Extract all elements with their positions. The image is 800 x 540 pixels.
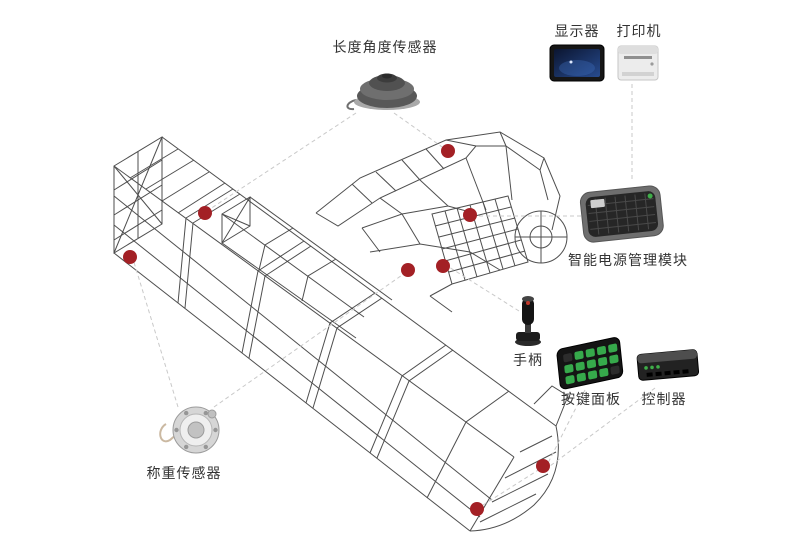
component-thumb-load-cell [158, 402, 222, 465]
component-label-load-cell: 称重传感器 [146, 465, 222, 481]
cable-reel-sensor-icon [346, 73, 420, 111]
marker-dot [470, 502, 484, 516]
component-label-display: 显示器 [554, 23, 600, 39]
component-thumb-length-angle-sensor [340, 56, 430, 119]
component-label-keypad: 按键面板 [561, 391, 621, 407]
component-label-controller: 控制器 [641, 391, 687, 407]
marker-dot [463, 208, 477, 222]
marker-dot [436, 259, 450, 273]
power-module-icon [579, 185, 664, 243]
component-label-handle: 手柄 [513, 352, 543, 368]
component-thumb-power-module [577, 179, 667, 252]
monitor-icon [549, 44, 605, 82]
component-thumb-printer [616, 42, 660, 87]
load-cell-icon [159, 406, 220, 454]
marker-dot [123, 250, 137, 264]
component-label-power-module: 智能电源管理模块 [568, 252, 688, 268]
joystick-icon [515, 296, 541, 346]
component-thumb-controller [634, 339, 702, 393]
marker-dot [536, 459, 550, 473]
component-label-printer: 打印机 [616, 23, 662, 39]
marker-dot [401, 263, 415, 277]
marker-dot [198, 206, 212, 220]
component-thumb-display [549, 44, 605, 87]
component-thumb-keypad [554, 328, 629, 402]
printer-icon [617, 45, 659, 81]
marker-dot [441, 144, 455, 158]
component-label-length-angle-sensor: 长度角度传感器 [332, 39, 438, 55]
controller-icon [636, 349, 700, 381]
component-thumb-handle [512, 292, 544, 355]
keypad-icon [556, 337, 624, 390]
